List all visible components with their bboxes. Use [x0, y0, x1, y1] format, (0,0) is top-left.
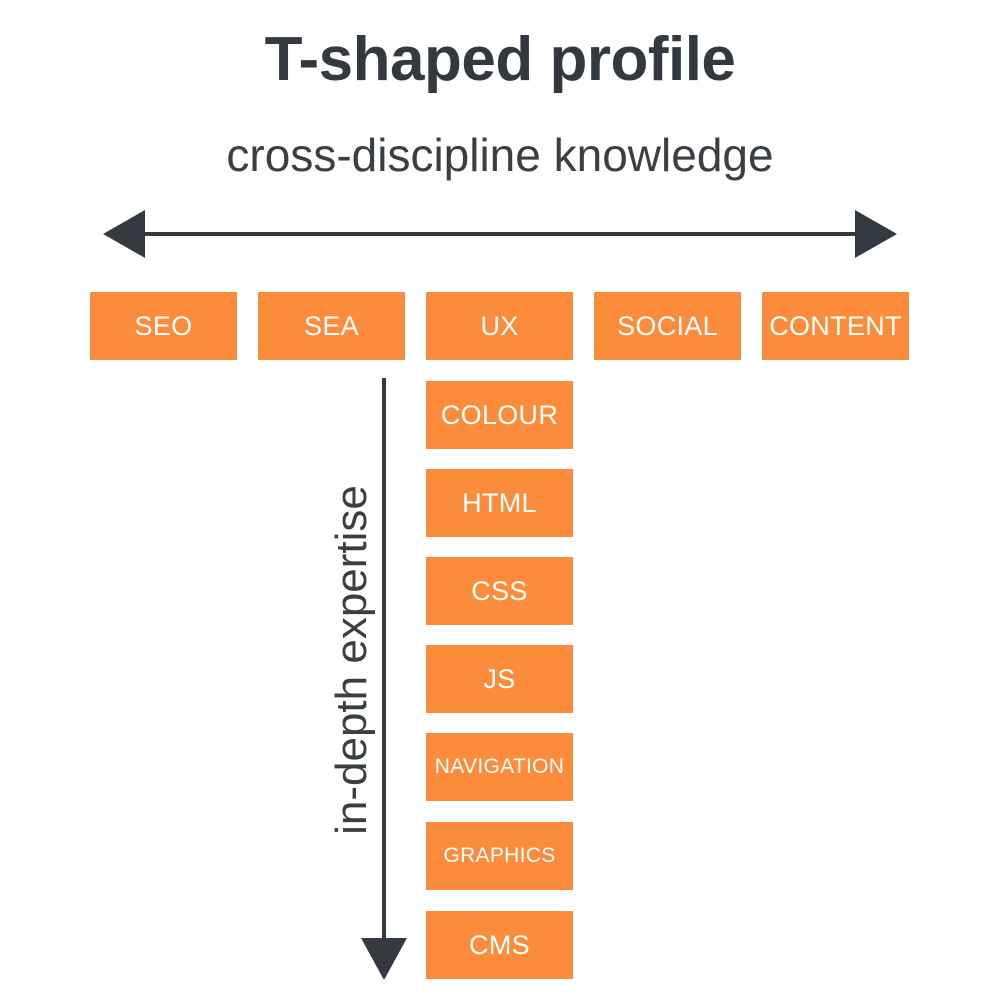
- vertical-axis-label: in-depth expertise: [327, 485, 376, 835]
- skill-box-seo: SEO: [90, 292, 237, 360]
- vertical-arrow: [361, 378, 407, 980]
- skill-box-social: SOCIAL: [594, 292, 741, 360]
- skill-box-ux: UX: [426, 292, 573, 360]
- skill-box-content: CONTENT: [762, 292, 909, 360]
- skill-box-cms: CMS: [426, 911, 573, 979]
- skill-box-navigation: NAVIGATION: [426, 733, 573, 801]
- skill-box-css: CSS: [426, 557, 573, 625]
- horizontal-arrow: [103, 210, 897, 258]
- skill-box-graphics: GRAPHICS: [426, 822, 573, 890]
- skill-box-html: HTML: [426, 469, 573, 537]
- skill-box-sea: SEA: [258, 292, 405, 360]
- page-title: T-shaped profile: [264, 25, 736, 94]
- subtitle: cross-discipline knowledge: [226, 129, 774, 181]
- skill-box-js: JS: [426, 645, 573, 713]
- skill-box-colour: COLOUR: [426, 381, 573, 449]
